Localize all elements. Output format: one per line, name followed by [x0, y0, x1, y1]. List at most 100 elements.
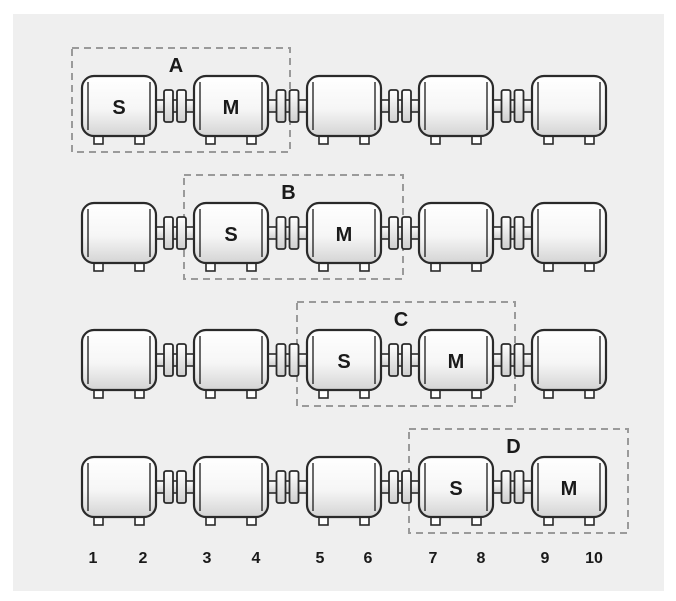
- bearing-number: 6: [364, 550, 373, 567]
- coupling-flange: [176, 89, 187, 123]
- motor-housing: [305, 328, 383, 392]
- drive-train-row: S M B: [80, 174, 608, 280]
- coupling-flange: [163, 343, 174, 377]
- shaft-coupling: [155, 470, 195, 504]
- shaft: [155, 480, 195, 494]
- coupling-flange: [388, 343, 399, 377]
- motor: M: [192, 74, 270, 145]
- shaft-coupling: [155, 89, 195, 123]
- shaft: [155, 353, 195, 367]
- coupling-flange: [275, 89, 287, 123]
- coupling-flange: [288, 343, 300, 377]
- motor-housing: [417, 455, 495, 519]
- shaft: [267, 99, 308, 113]
- bearing-number: 4: [252, 550, 261, 567]
- coupling-flange: [288, 216, 300, 250]
- motor-housing: [192, 201, 270, 265]
- shaft: [267, 226, 308, 240]
- shaft: [380, 480, 420, 494]
- shaft-coupling: [492, 216, 533, 250]
- coupling-flange: [513, 89, 525, 123]
- motor: S: [80, 74, 158, 145]
- shaft-coupling: [492, 343, 533, 377]
- coupling-flange: [288, 470, 300, 504]
- motor-housing: [192, 455, 270, 519]
- motor-housing: [305, 201, 383, 265]
- coupling-flange: [500, 343, 512, 377]
- coupling-flange: [275, 470, 287, 504]
- coupling-flange: [401, 343, 412, 377]
- shaft: [380, 226, 420, 240]
- coupling-flange: [513, 470, 525, 504]
- motor: [530, 74, 608, 145]
- motor: [305, 455, 383, 526]
- coupling-flange: [513, 216, 525, 250]
- shaft-coupling: [155, 343, 195, 377]
- motor: S: [305, 328, 383, 399]
- shaft-coupling: [267, 216, 308, 250]
- coupling-flange: [275, 216, 287, 250]
- motor: [530, 201, 608, 272]
- coupling-flange: [163, 216, 174, 250]
- motor-housing: [417, 74, 495, 138]
- motor-housing: [192, 74, 270, 138]
- motor-housing: [80, 455, 158, 519]
- measuring-motor-label: M: [336, 224, 353, 246]
- shaft: [267, 480, 308, 494]
- coupling-flange: [388, 89, 399, 123]
- motor-housing: [305, 74, 383, 138]
- shaft-coupling: [380, 216, 420, 250]
- shaft-coupling: [380, 89, 420, 123]
- coupling-flange: [500, 470, 512, 504]
- motor: [80, 455, 158, 526]
- coupling-label: C: [394, 309, 408, 331]
- shaft-coupling: [380, 470, 420, 504]
- shaft-coupling: [155, 216, 195, 250]
- shaft-coupling: [380, 343, 420, 377]
- motor-housing: [80, 328, 158, 392]
- bearing-number: 7: [429, 550, 438, 567]
- shaft: [380, 99, 420, 113]
- motor: [80, 328, 158, 399]
- motor-housing: [530, 455, 608, 519]
- bearing-number: 1: [89, 550, 98, 567]
- motor: S: [192, 201, 270, 272]
- measuring-motor-label: M: [223, 97, 240, 119]
- motor: [417, 201, 495, 272]
- motor: [417, 74, 495, 145]
- motor-housing: [305, 455, 383, 519]
- drive-train-row: S M A: [71, 47, 608, 153]
- coupling-flange: [401, 216, 412, 250]
- shaft: [155, 226, 195, 240]
- drive-train-row: S MD: [80, 428, 629, 534]
- coupling-flange: [388, 470, 399, 504]
- bearing-number: 5: [316, 550, 325, 567]
- shaft-coupling: [267, 343, 308, 377]
- coupling-flange: [288, 89, 300, 123]
- coupling-label: D: [506, 436, 520, 458]
- sensor-motor-label: S: [449, 478, 462, 500]
- coupling-label: A: [169, 55, 183, 77]
- coupling-flange: [401, 470, 412, 504]
- motor: [192, 455, 270, 526]
- motor: M: [305, 201, 383, 272]
- motor-housing: [530, 328, 608, 392]
- sensor-motor-label: S: [337, 351, 350, 373]
- motor: [80, 201, 158, 272]
- coupling-flange: [275, 343, 287, 377]
- shaft: [155, 99, 195, 113]
- sensor-motor-label: S: [112, 97, 125, 119]
- coupling-flange: [163, 470, 174, 504]
- motor-housing: [417, 328, 495, 392]
- coupling-flange: [500, 89, 512, 123]
- motor: [305, 74, 383, 145]
- motor: M: [530, 455, 608, 526]
- shaft-coupling: [267, 470, 308, 504]
- coupling-label: B: [281, 182, 295, 204]
- coupling-flange: [176, 470, 187, 504]
- motor-housing: [530, 74, 608, 138]
- motor-housing: [192, 328, 270, 392]
- shaft: [267, 353, 308, 367]
